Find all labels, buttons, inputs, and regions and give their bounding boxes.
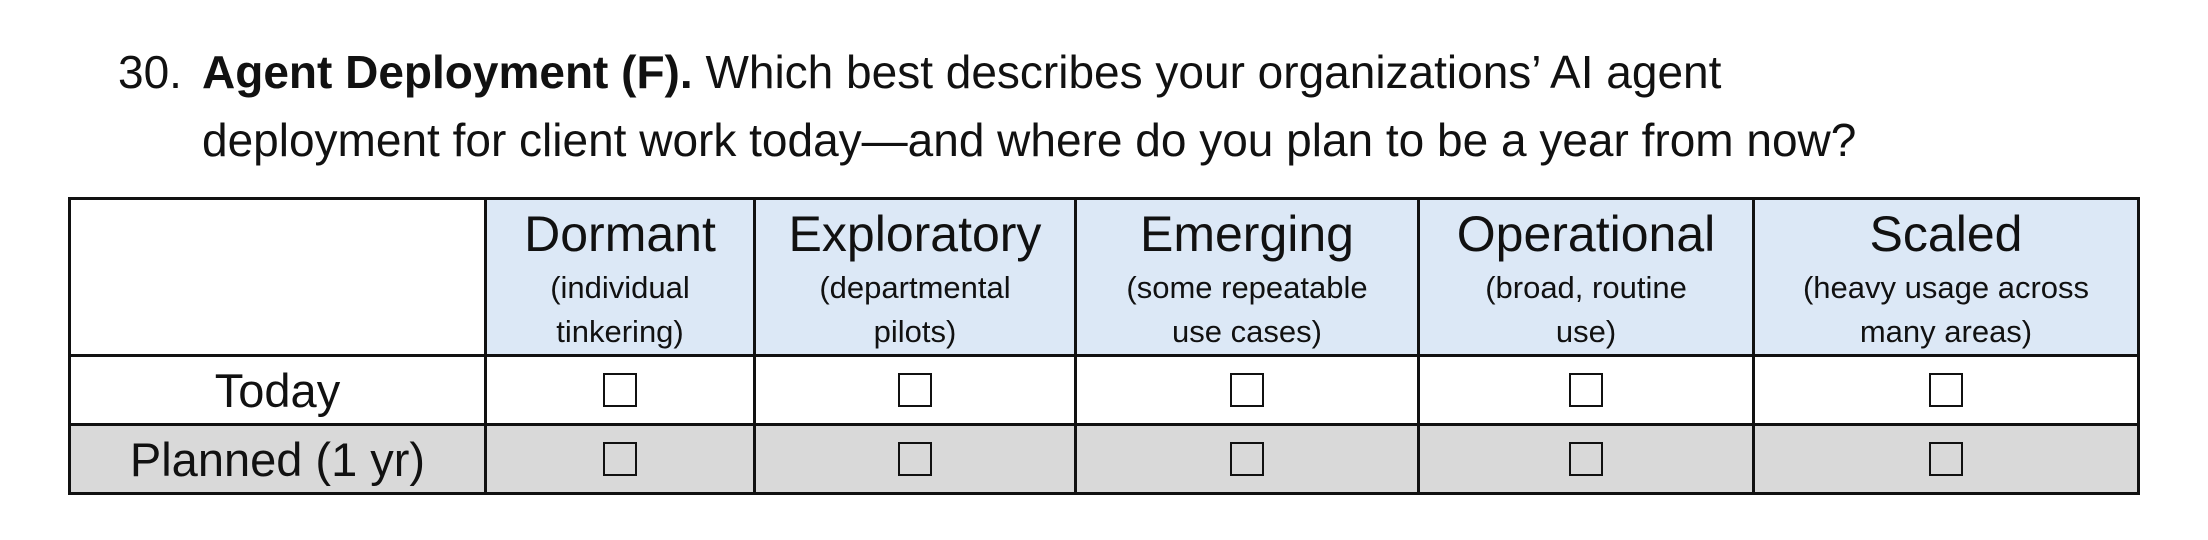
row-today: Today — [68, 354, 2140, 426]
row-label-planned: Planned (1 yr) — [68, 423, 487, 495]
cell-today-operational — [1417, 354, 1755, 426]
corner-cell — [68, 197, 487, 357]
column-header-exploratory: Exploratory (departmental pilots) — [753, 197, 1077, 357]
checkbox-today-exploratory[interactable] — [898, 373, 932, 407]
cell-today-emerging — [1074, 354, 1420, 426]
checkbox-today-operational[interactable] — [1569, 373, 1603, 407]
checkbox-planned-operational[interactable] — [1569, 442, 1603, 476]
question-text-line-1: Which best describes your organizations’… — [705, 46, 1722, 98]
column-name: Scaled — [1869, 206, 2023, 262]
cell-today-scaled — [1752, 354, 2140, 426]
column-desc-line-2: many areas) — [1859, 314, 2033, 349]
cell-planned-scaled — [1752, 423, 2140, 495]
checkbox-planned-exploratory[interactable] — [898, 442, 932, 476]
cell-planned-operational — [1417, 423, 1755, 495]
row-label-today: Today — [68, 354, 487, 426]
column-name: Exploratory — [788, 206, 1042, 262]
cell-planned-exploratory — [753, 423, 1077, 495]
cell-today-dormant — [484, 354, 756, 426]
question-number: 30. — [118, 46, 182, 98]
column-desc-line-1: (departmental — [819, 270, 1011, 305]
column-header-emerging: Emerging (some repeatable use cases) — [1074, 197, 1420, 357]
column-header-scaled: Scaled (heavy usage across many areas) — [1752, 197, 2140, 357]
cell-planned-emerging — [1074, 423, 1420, 495]
checkbox-planned-emerging[interactable] — [1230, 442, 1264, 476]
question-title: Agent Deployment (F). — [202, 46, 693, 98]
checkbox-planned-scaled[interactable] — [1929, 442, 1963, 476]
question: 30. Agent Deployment (F). Which best des… — [118, 38, 2178, 174]
column-desc-line-2: tinkering) — [556, 314, 684, 349]
column-desc-line-2: pilots) — [873, 314, 957, 349]
cell-today-exploratory — [753, 354, 1077, 426]
column-desc-line-2: use) — [1555, 314, 1617, 349]
question-line-2: deployment for client work today—and whe… — [118, 106, 2178, 174]
column-name: Operational — [1456, 206, 1716, 262]
column-desc-line-1: (broad, routine — [1485, 270, 1687, 305]
checkbox-today-emerging[interactable] — [1230, 373, 1264, 407]
column-desc-line-2: use cases) — [1172, 314, 1322, 349]
header-row: Dormant (individual tinkering) Explorato… — [68, 197, 2140, 357]
column-header-dormant: Dormant (individual tinkering) — [484, 197, 756, 357]
response-grid: Dormant (individual tinkering) Explorato… — [68, 197, 2140, 495]
checkbox-planned-dormant[interactable] — [603, 442, 637, 476]
column-desc-line-1: (individual — [550, 270, 690, 305]
column-desc-line-1: (heavy usage across — [1802, 270, 2090, 305]
column-name: Dormant — [524, 206, 716, 262]
column-name: Emerging — [1140, 206, 1354, 262]
cell-planned-dormant — [484, 423, 756, 495]
row-planned: Planned (1 yr) — [68, 423, 2140, 495]
checkbox-today-dormant[interactable] — [603, 373, 637, 407]
question-text-line-2: deployment for client work today—and whe… — [202, 114, 1857, 166]
column-header-operational: Operational (broad, routine use) — [1417, 197, 1755, 357]
checkbox-today-scaled[interactable] — [1929, 373, 1963, 407]
column-desc-line-1: (some repeatable — [1126, 270, 1368, 305]
question-line-1: 30. Agent Deployment (F). Which best des… — [118, 38, 2178, 106]
